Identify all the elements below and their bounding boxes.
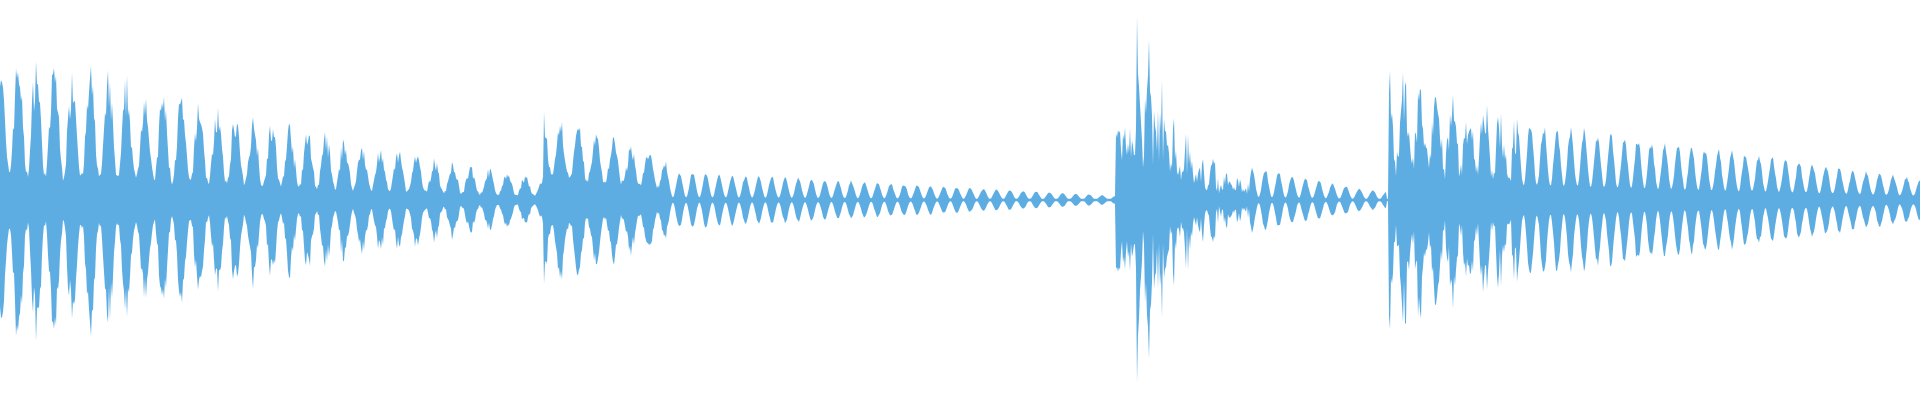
waveform-shape [0,16,1920,383]
